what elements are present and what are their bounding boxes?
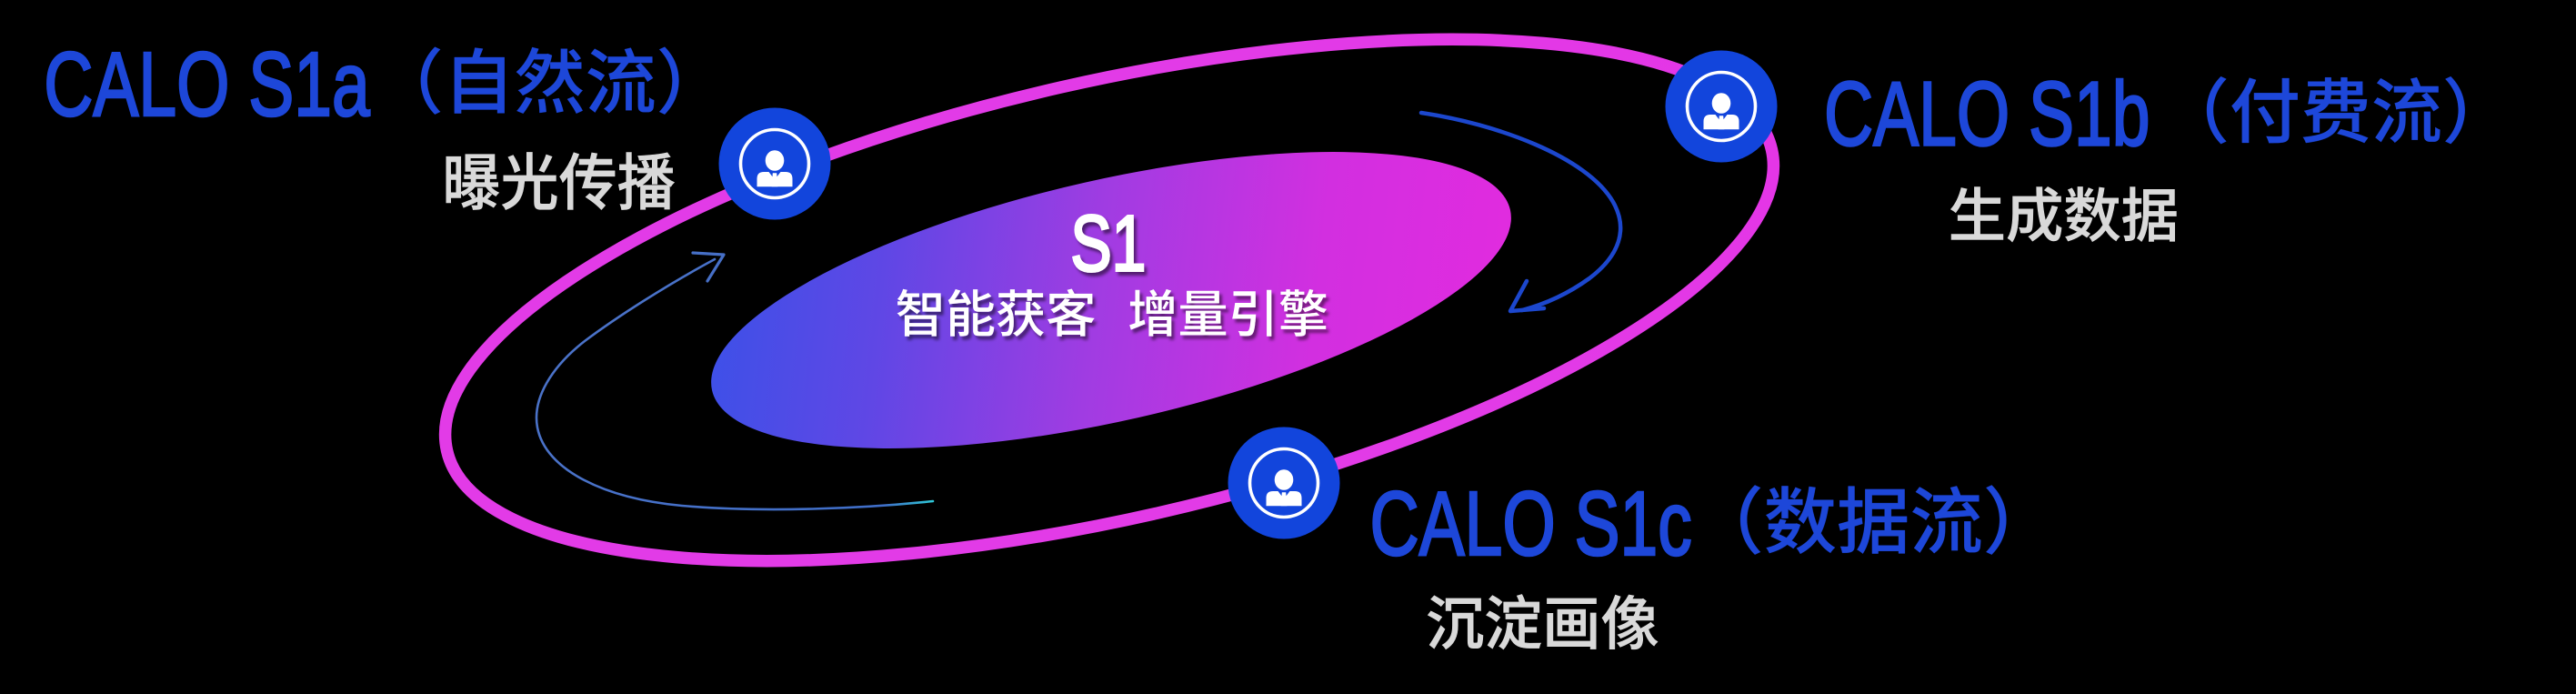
svg-text:S1: S1 [1070, 198, 1146, 287]
svg-text:CALO S1c: CALO S1c [1370, 472, 1692, 574]
svg-text:CALO S1a: CALO S1a [44, 33, 370, 135]
svg-text:CALO S1b: CALO S1b [1824, 63, 2150, 165]
